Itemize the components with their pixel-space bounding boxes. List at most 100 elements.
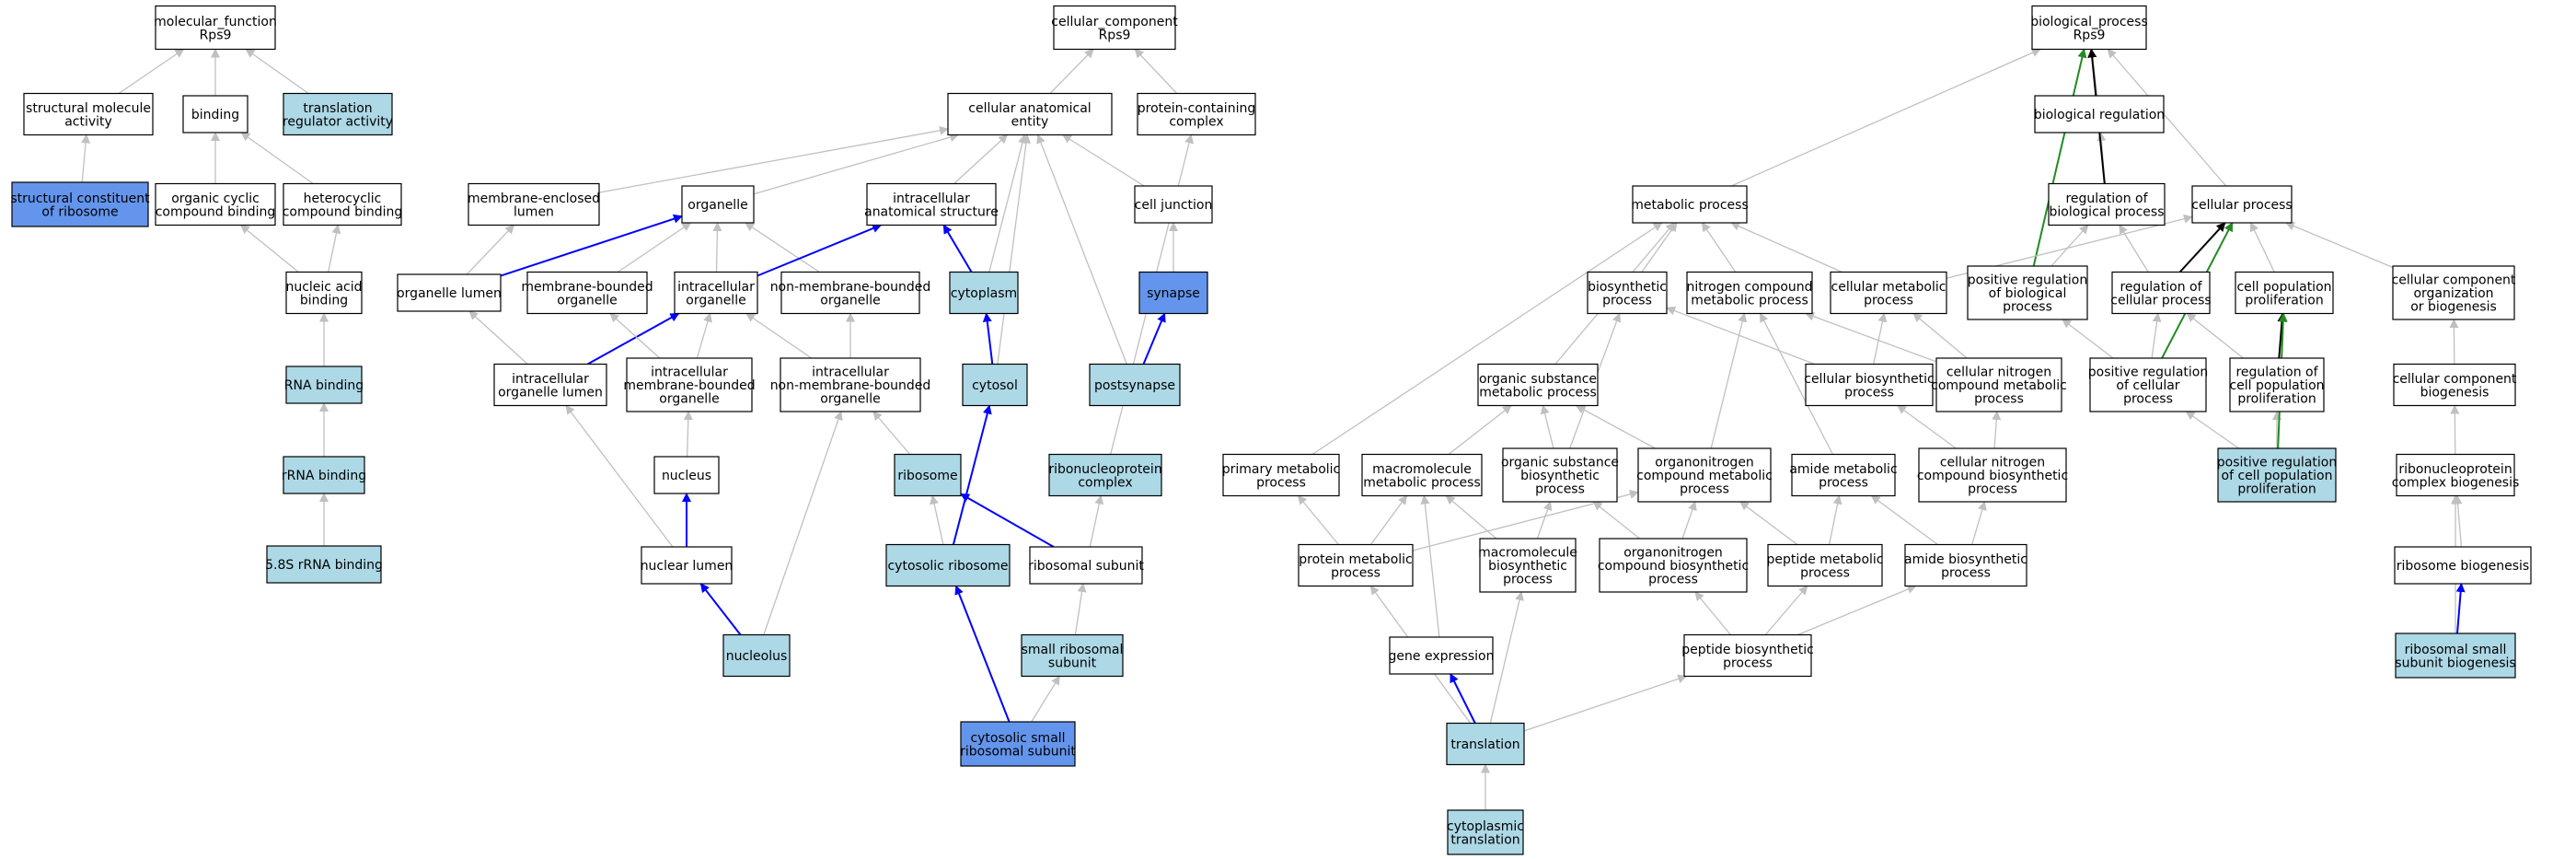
edge-protmp-to-mmp [1369, 494, 1408, 545]
edge-oncmp-to-osmp [1575, 404, 1656, 449]
node-synapse[interactable]: synapse [1138, 271, 1208, 315]
node-cytoplasm[interactable]: cytoplasm [949, 271, 1019, 315]
node-ge[interactable]: gene expression [1389, 636, 1495, 675]
node-label-line: regulator activity [283, 114, 393, 129]
node-box [626, 357, 753, 412]
edge-cncmp-to-cmp [1912, 312, 1968, 359]
edge-mmp-to-osmp [1448, 404, 1512, 456]
node-box [397, 273, 502, 312]
node-cp[interactable]: cellular process [2191, 185, 2293, 224]
node-label-line: Rps9 [1099, 28, 1131, 42]
node-nl[interactable]: nuclear lumen [641, 546, 734, 585]
node-label-line: organization [2413, 286, 2493, 301]
node-binding[interactable]: binding [182, 95, 248, 133]
node-box [155, 182, 276, 226]
node-organelle[interactable]: organelle [681, 185, 755, 224]
edge-oncbp-to-oncmp [1681, 501, 1697, 540]
node-cribo[interactable]: cytosolic ribosome [885, 543, 1011, 587]
node-nucleus[interactable]: nucleus [653, 456, 720, 494]
node-rnab[interactable]: RNA binding [284, 366, 364, 404]
node-rrnab[interactable]: rRNA binding [282, 456, 366, 494]
node-label-line: non-membrane-bounded [770, 280, 931, 295]
node-label-line: amide biosynthetic [1904, 552, 2027, 567]
node-cytosol[interactable]: cytosol [962, 363, 1028, 407]
node-rsu[interactable]: ribosomal subunit [1028, 546, 1144, 585]
node-translation[interactable]: translation [1446, 722, 1525, 766]
node-mp[interactable]: metabolic process [1631, 185, 1749, 224]
node-nucleolus[interactable]: nucleolus [722, 633, 791, 678]
node-box [1029, 546, 1143, 585]
node-cj[interactable]: cell junction [1134, 185, 1213, 224]
node-box [2111, 271, 2211, 315]
node-ol[interactable]: organelle lumen [397, 273, 502, 312]
node-ribog[interactable]: ribosome biogenesis [2394, 546, 2532, 585]
node-postsynapse[interactable]: postsynapse [1089, 363, 1181, 407]
node-label-line: cellular component [2393, 372, 2517, 387]
node-inmbo[interactable]: intracellularnon-membrane-boundedorganel… [770, 357, 931, 412]
edge-cncmp-to-ncmp [1805, 311, 1937, 363]
edge-ge-to-mmp [1420, 494, 1440, 638]
node-breg[interactable]: biological regulation [2034, 95, 2165, 133]
node-box [1134, 185, 1213, 224]
node-box [493, 363, 607, 407]
edge-srsu-to-rsu [1074, 583, 1087, 635]
edge-abp-to-amp [1870, 494, 1938, 546]
edge-nmbo-to-organelle [745, 222, 820, 273]
node-ribosome[interactable]: ribosome [894, 453, 962, 497]
node-label-line: gene expression [1389, 649, 1495, 664]
node-label-line: organelle [820, 293, 880, 308]
node-r58s[interactable]: 5.8S rRNA binding [265, 545, 383, 584]
